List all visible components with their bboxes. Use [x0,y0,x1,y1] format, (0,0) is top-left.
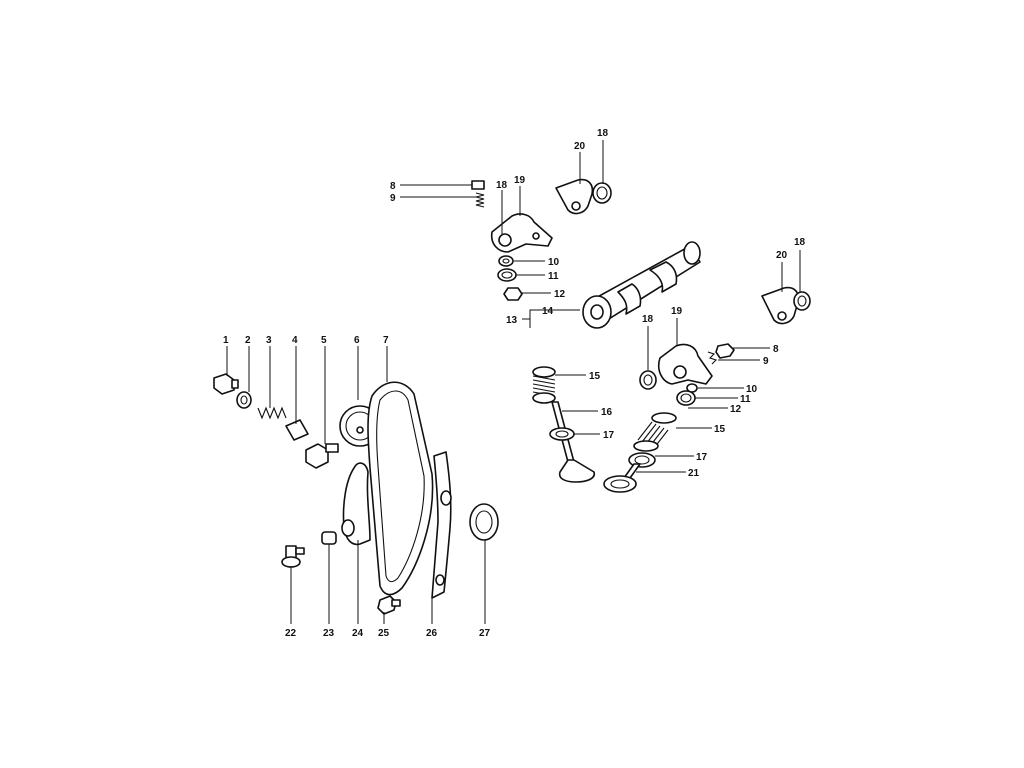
valve-21 [603,463,641,493]
callout-16: 16 [601,407,613,418]
washer-2 [236,391,252,409]
rocker-arm-20-right [761,286,811,325]
bolt-22 [281,545,305,568]
valve-head-center [558,459,596,483]
crank-sprocket-27 [469,503,499,541]
callout-15-right: 15 [714,424,726,435]
callout-25: 25 [378,628,390,639]
nut-12-upper [503,287,523,301]
callout-22: 22 [285,628,297,639]
washer-10-upper [498,255,514,267]
valve-seal-17-center [549,427,575,441]
callout-11-upper: 11 [548,271,559,282]
spring-9-upper [475,192,485,208]
bolt-5 [305,443,339,469]
callout-21: 21 [688,468,700,479]
callout-labels: 1 2 3 4 5 6 7 8 9 18 19 20 18 10 11 12 1… [223,128,806,639]
rocker-arm-19-upper [490,213,553,253]
callout-23: 23 [323,628,335,639]
callout-17-right: 17 [696,452,708,463]
bolt-8-upper [471,180,485,190]
bolt-25 [377,595,401,615]
callout-24: 24 [352,628,364,639]
rocker-arm-20-upper [555,178,612,215]
callout-11-right: 11 [740,394,751,405]
callout-17-center: 17 [603,430,615,441]
bolt-1 [213,373,239,395]
callout-15-center: 15 [589,371,601,382]
callout-10-right: 10 [746,384,758,395]
callout-4: 4 [292,335,298,346]
callout-18-top: 18 [597,128,609,139]
callout-12-upper: 12 [554,289,566,300]
chain-guide-26 [431,451,452,599]
callout-18-upper: 18 [496,180,508,191]
valve-spring-15-right [633,412,677,452]
callout-9-upper: 9 [390,193,396,204]
callout-9-right: 9 [763,356,769,367]
callout-1: 1 [223,335,229,346]
camshaft [582,241,701,329]
callout-14: 14 [542,306,554,317]
tensioner-pin-4 [285,419,309,441]
leader-lines [226,140,801,624]
bolt-8-right [707,343,735,365]
rocker-arm-19-right [657,343,713,385]
callout-10-upper: 10 [548,257,560,268]
callout-20-right: 20 [776,250,788,261]
dowel-23 [321,531,337,545]
callout-13: 13 [506,315,518,326]
spring-3 [257,406,287,420]
valve-spring-15-center [532,366,556,404]
callout-2: 2 [245,335,251,346]
callout-18-right-top: 18 [794,237,806,248]
callout-8-upper: 8 [390,181,396,192]
callout-8-right: 8 [773,344,779,355]
callout-5: 5 [321,335,327,346]
callout-12-right: 12 [730,404,742,415]
callout-19-right: 19 [671,306,683,317]
callout-3: 3 [266,335,272,346]
chain-guide-24 [341,462,371,546]
callout-18-right: 18 [642,314,654,325]
callout-20-upper: 20 [574,141,586,152]
callout-26: 26 [426,628,438,639]
washer-18-right [639,370,657,390]
callout-19-upper: 19 [514,175,526,186]
callout-7: 7 [383,335,389,346]
timing-chain-7 [367,381,434,596]
washer-11-upper [497,268,517,282]
callout-6: 6 [354,335,360,346]
washer-11-right [676,390,696,406]
callout-27: 27 [479,628,491,639]
